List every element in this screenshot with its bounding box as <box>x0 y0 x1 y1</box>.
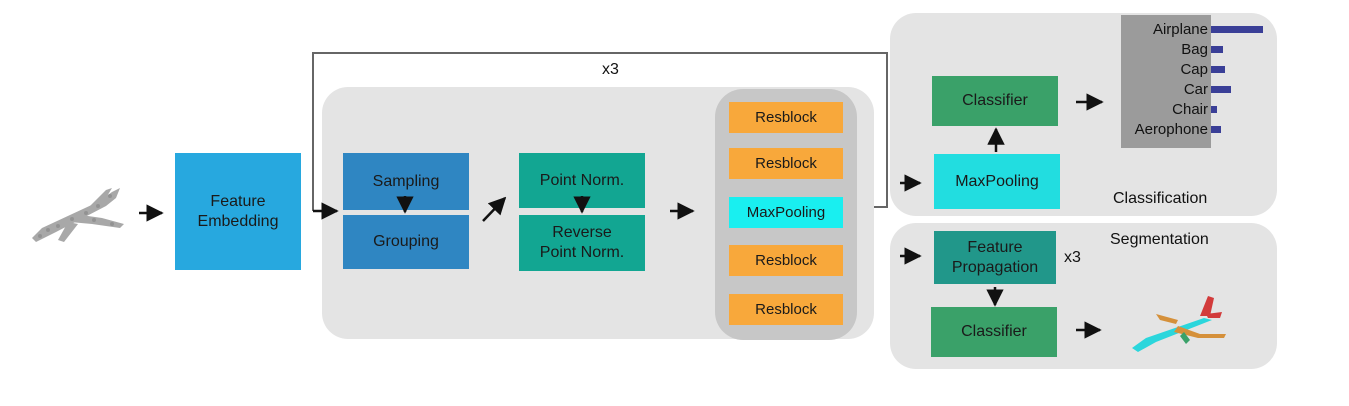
class-score-bar <box>1211 46 1223 53</box>
resblock-4: Resblock <box>729 294 843 325</box>
reverse-point-norm-block: Reverse Point Norm. <box>519 215 645 271</box>
grouping-block: Grouping <box>343 215 469 269</box>
segmentation-title: Segmentation <box>1110 231 1209 248</box>
point-norm-block: Point Norm. <box>519 153 645 208</box>
repeat-label: x3 <box>602 61 619 78</box>
seg-classifier-block: Classifier <box>931 307 1057 357</box>
class-label: Aerophone <box>1134 121 1208 138</box>
feature-propagation-block: Feature Propagation <box>934 231 1056 284</box>
cls-classifier-block: Classifier <box>932 76 1058 126</box>
class-label: Car <box>1183 81 1208 98</box>
class-score-bar <box>1211 86 1231 93</box>
classification-title: Classification <box>1113 190 1208 207</box>
class-label: Chair <box>1172 101 1208 118</box>
skip-loop-line <box>312 52 888 211</box>
sampling-block: Sampling <box>343 153 469 210</box>
feature-embedding-block: Feature Embedding <box>175 153 301 270</box>
maxpooling-block: MaxPooling <box>729 197 843 228</box>
class-score-bar <box>1211 126 1221 133</box>
segmented-airplane <box>1132 296 1226 352</box>
input-airplane-pointcloud <box>32 188 124 242</box>
arrow <box>482 196 507 222</box>
class-label: Airplane <box>1152 21 1208 38</box>
cls-maxpooling-block: MaxPooling <box>934 154 1060 209</box>
class-score-bars <box>1211 20 1271 140</box>
segmentation-repeat-label: x3 <box>1064 249 1081 266</box>
class-labels: Airplane Bag Cap Car Chair Aerophone <box>1100 20 1208 140</box>
resblock-1: Resblock <box>729 102 843 133</box>
class-score-bar <box>1211 26 1263 33</box>
class-label: Bag <box>1181 41 1208 58</box>
class-label: Cap <box>1180 61 1208 78</box>
class-score-bar <box>1211 106 1217 113</box>
class-score-list <box>1121 15 1211 148</box>
class-score-bar <box>1211 66 1225 73</box>
resblock-3: Resblock <box>729 245 843 276</box>
resblock-2: Resblock <box>729 148 843 179</box>
